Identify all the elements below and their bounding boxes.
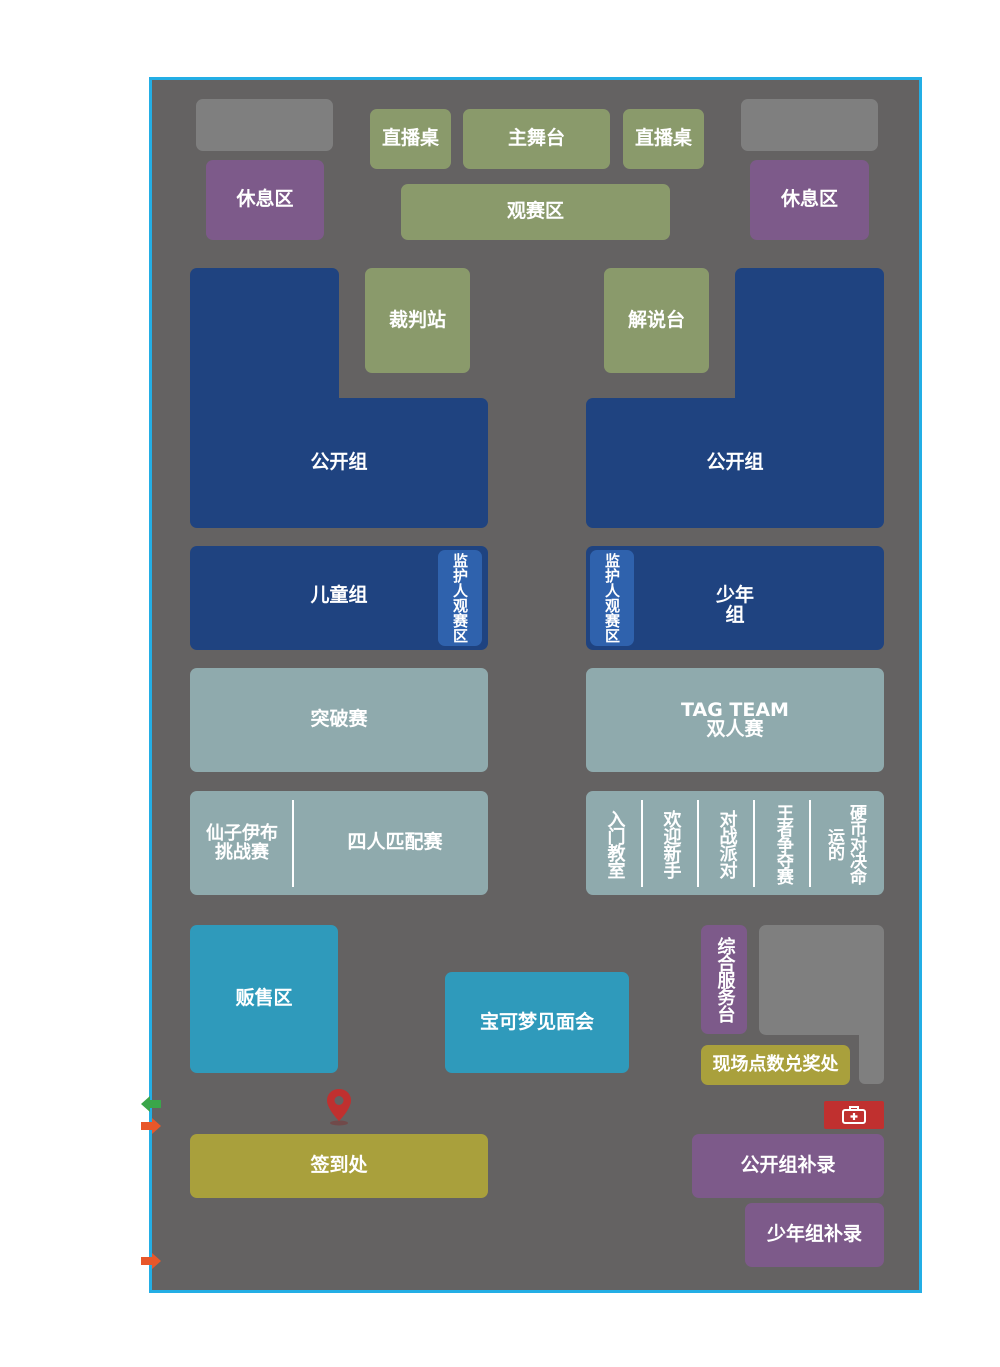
junior-group-label: 少年组 — [715, 584, 754, 626]
gray-storage-stem — [859, 1020, 884, 1084]
rest-area-left: 休息区 — [206, 160, 324, 240]
four-player: 四人匹配赛 — [347, 831, 443, 854]
welcome-newbie: 欢迎新手 — [660, 809, 682, 878]
first-aid-icon — [824, 1101, 884, 1129]
side-events-block — [586, 791, 884, 895]
commentary-desk: 解说台 — [604, 268, 709, 373]
open-group-left-top — [190, 268, 339, 418]
live-desk-left: 直播桌 — [370, 109, 451, 169]
rest-area-right: 休息区 — [750, 160, 869, 240]
junior-group-makeup: 少年组补录 — [745, 1203, 884, 1267]
divider-3 — [753, 800, 755, 887]
eevee-challenge: 仙子伊布 挑战赛 — [206, 823, 278, 863]
referee-station: 裁判站 — [365, 268, 470, 373]
intro-class: 入门教室 — [604, 809, 626, 878]
gray-block-top-right — [741, 99, 878, 151]
coin-duel: 硬币对决命运的 — [824, 803, 866, 884]
tag-team: TAG TEAM 双人赛 — [586, 668, 884, 772]
open-group-left: 公开组 — [190, 398, 488, 528]
viewing-area: 观赛区 — [401, 184, 670, 240]
eevee-four-player-block — [190, 791, 488, 895]
open-group-right: 公开组 — [586, 398, 884, 528]
junior-group: 少年组 — [586, 546, 884, 650]
divider-1 — [641, 800, 643, 887]
live-desk-right: 直播桌 — [623, 109, 704, 169]
main-stage: 主舞台 — [463, 109, 610, 169]
open-group-makeup: 公开组补录 — [692, 1134, 884, 1198]
first-aid-symbol — [842, 1106, 866, 1124]
divider-eevee — [292, 800, 294, 887]
guardian-area-right: 监护人观赛区 — [590, 550, 634, 646]
map-pin-icon — [327, 1089, 351, 1126]
points-redeem: 现场点数兑奖处 — [701, 1045, 850, 1085]
service-desk: 综合服务台 — [701, 925, 747, 1034]
orange-arrow-right-icon — [141, 1118, 161, 1134]
check-in: 签到处 — [190, 1134, 488, 1198]
gray-block-top-left — [196, 99, 333, 151]
open-group-right-top — [735, 268, 884, 418]
divider-4 — [809, 800, 811, 887]
breakthrough: 突破赛 — [190, 668, 488, 772]
guardian-area-left: 监护人观赛区 — [438, 550, 482, 646]
vending-area: 贩售区 — [190, 925, 338, 1073]
gray-storage-top — [759, 925, 884, 1035]
meet-and-greet: 宝可梦见面会 — [445, 972, 629, 1073]
orange-arrow-right-icon-lower — [141, 1253, 161, 1269]
king-contest: 王者争夺赛 — [772, 804, 793, 884]
green-arrow-left-icon — [141, 1096, 161, 1112]
children-group-label: 儿童组 — [310, 584, 368, 606]
divider-2 — [697, 800, 699, 887]
battle-party: 对战派对 — [716, 809, 738, 878]
